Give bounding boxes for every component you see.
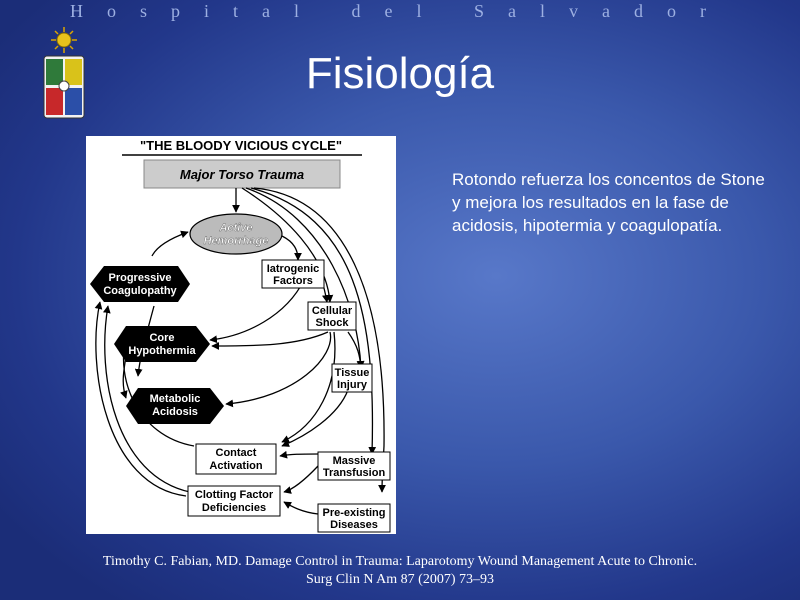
iatrogenic-line-2: Factors [273,275,313,287]
hemorrhage-line-2: Hemorrhage [204,235,269,247]
institution-header: Hospital del Salvador [70,1,730,21]
metabolic-acidosis-node: Metabolic Acidosis [126,388,224,424]
trigger-label: Major Torso Trauma [180,167,304,182]
coagulopathy-line-1: Progressive [109,272,172,284]
citation-footer: Timothy C. Fabian, MD. Damage Control in… [0,553,800,589]
iatrogenic-factors-node: Iatrogenic Factors [261,259,325,289]
clotting-factor-node: Clotting Factor Deficiencies [187,485,281,517]
slide-body-text: Rotondo refuerza los concentos de Stone … [452,170,765,235]
cellular-shock-line-1: Cellular [312,305,353,317]
massive-transfusion-line-2: Transfusion [323,467,386,479]
vicious-cycle-diagram: "THE BLOODY VICIOUS CYCLE" Major Torso T… [86,136,396,534]
contact-activation-node: Contact Activation [195,443,277,475]
massive-transfusion-line-1: Massive [333,455,376,467]
cellular-shock-node: Cellular Shock [307,301,357,331]
preexisting-line-1: Pre-existing [323,507,386,519]
citation-line-2: Surg Clin N Am 87 (2007) 73–93 [306,572,494,587]
hemorrhage-line-1: Active [218,222,252,234]
major-torso-trauma-box: Major Torso Trauma [143,159,341,189]
coagulopathy-line-2: Coagulopathy [103,285,177,297]
cellular-shock-line-2: Shock [315,317,349,329]
active-hemorrhage-node: Active Hemorrhage [189,213,283,255]
sun-emblem-icon [51,27,77,53]
acidosis-line-2: Acidosis [152,406,198,418]
iatrogenic-line-1: Iatrogenic [267,263,320,275]
citation-line-1: Timothy C. Fabian, MD. Damage Control in… [102,554,698,569]
clotting-factor-line-1: Clotting Factor [195,489,274,501]
clotting-factor-line-2: Deficiencies [202,502,266,514]
crest-shield-icon [43,55,85,119]
acidosis-line-1: Metabolic [150,393,201,405]
contact-activation-line-2: Activation [209,460,262,472]
hypothermia-line-2: Hypothermia [128,345,196,357]
core-hypothermia-node: Core Hypothermia [114,326,210,362]
preexisting-line-2: Diseases [330,519,378,531]
tissue-injury-line-2: Injury [337,379,368,391]
preexisting-diseases-node: Pre-existing Diseases [317,503,391,533]
tissue-injury-line-1: Tissue [335,367,370,379]
diagram-title: "THE BLOODY VICIOUS CYCLE" [140,138,342,153]
hypothermia-line-1: Core [149,332,174,344]
university-crest-logo [36,26,92,122]
massive-transfusion-node: Massive Transfusion [317,451,391,481]
tissue-injury-node: Tissue Injury [331,363,373,393]
slide-title: Fisiología [305,49,495,98]
contact-activation-line-1: Contact [216,447,257,459]
progressive-coagulopathy-node: Progressive Coagulopathy [90,266,190,302]
